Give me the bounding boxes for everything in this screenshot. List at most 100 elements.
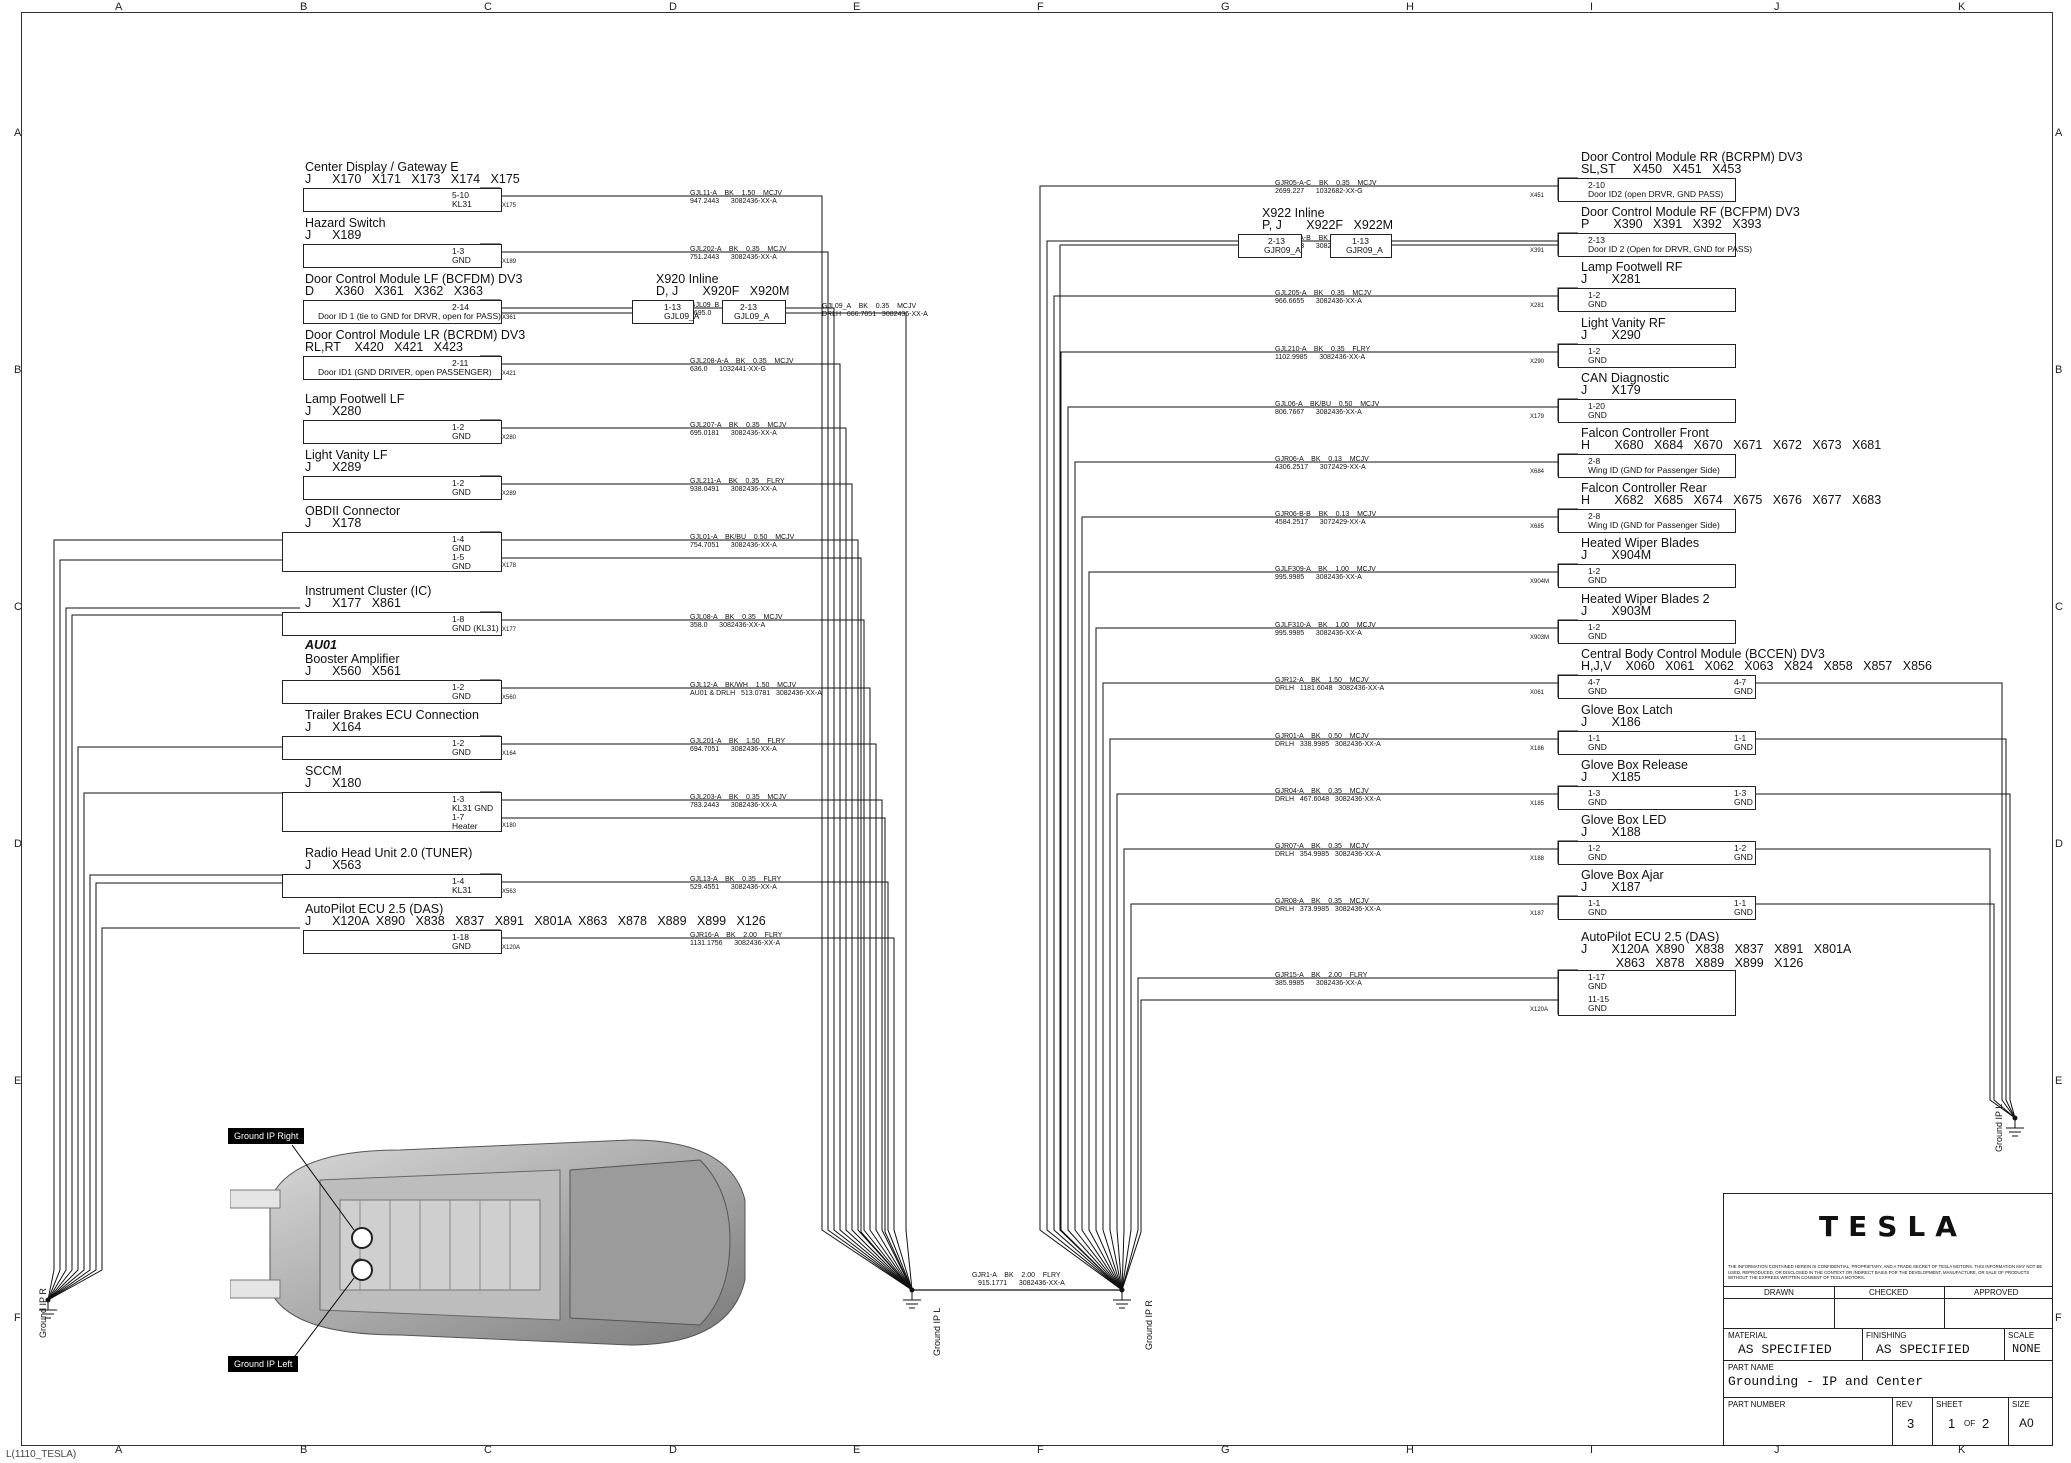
- ground-ip-l-right-symbol: [2006, 1115, 2024, 1137]
- x922-left-box: [1238, 234, 1302, 258]
- x922-right-box: [1330, 234, 1392, 258]
- disclaimer-text: THE INFORMATION CONTAINED HEREIN IS CONF…: [1728, 1264, 2043, 1280]
- pin-number: 1-5: [452, 552, 465, 562]
- connector-id: X178: [502, 563, 517, 569]
- module-box: [1558, 399, 1736, 423]
- wire-label: GJR07-A BK 0.35 MCJV: [1275, 843, 1369, 850]
- module-connectors: H X682 X685 X674 X675 X676 X677 X683: [1581, 493, 1882, 507]
- connector-id: X061: [1530, 690, 1545, 696]
- column-label-top: I: [1590, 1, 1594, 13]
- pin-number: 1-1: [1588, 898, 1601, 908]
- pin-function: GND: [1588, 742, 1607, 752]
- pin-function: Heater: [452, 821, 478, 831]
- pin-number: 1-2: [452, 738, 465, 748]
- wire-label: GJL13-A BK 0.35 FLRY: [690, 876, 782, 883]
- wire-label: GJR06-B-B BK 0.13 MCJV: [1275, 511, 1377, 518]
- column-label-bottom: E: [853, 1444, 861, 1456]
- ground-wire: [1060, 351, 1558, 1291]
- row-label-left: A: [14, 127, 22, 139]
- tb-vrule-6: [1932, 1397, 1933, 1445]
- module-box: [303, 930, 502, 954]
- module-box: [1558, 509, 1736, 533]
- x920-label-a: GJL09_A: [664, 311, 700, 321]
- footer-reference: L(1110_TESLA): [6, 1449, 77, 1460]
- module-title: Lamp Footwell RF: [1581, 260, 1683, 274]
- wire-sub: 2699.227 1032682-XX-G: [1275, 188, 1363, 195]
- module-title: Door Control Module RF (BCFPM) DV3: [1581, 205, 1800, 219]
- pin-function: GND: [1734, 742, 1753, 752]
- module-connectors: J X560 X561: [305, 664, 401, 678]
- ground-wire: [1116, 793, 1558, 1291]
- ground-wire: [1046, 240, 1558, 1291]
- wire-label: GJR04-A BK 0.35 MCJV: [1275, 788, 1369, 795]
- pin-number: 1-2: [1588, 566, 1601, 576]
- wire-sub: 694.7051 3082436-XX-A: [690, 746, 777, 753]
- tb-vrule-4: [2004, 1328, 2005, 1360]
- row-label-left: F: [14, 1312, 21, 1324]
- pin-function: KL31: [452, 199, 472, 209]
- module-title: Door Control Module LR (BCRDM) DV3: [305, 328, 526, 342]
- pin-function: GND: [452, 941, 471, 951]
- module-connectors: J X188: [1581, 825, 1641, 839]
- pin-function: Wing ID (GND for Passenger Side): [1588, 520, 1720, 530]
- wire-sub: 1131.1756 3082436-XX-A: [690, 940, 781, 947]
- pin-function: GND: [1734, 907, 1753, 917]
- ground-wire: [1121, 977, 1558, 1291]
- pin-number: 1-3: [1588, 788, 1601, 798]
- pin-number: 2-13: [1588, 235, 1606, 245]
- left-ground-wire: [47, 874, 300, 1301]
- column-label-bottom: K: [1958, 1444, 1966, 1456]
- x922-inline-title: X922 Inline: [1262, 206, 1325, 220]
- pin-function: GND: [452, 255, 471, 265]
- module-connectors: H,J,V X060 X061 X062 X063 X824 X858 X857…: [1581, 659, 1932, 673]
- connector-id: X189: [502, 259, 517, 265]
- drawing-frame: [21, 12, 2053, 1446]
- column-label-bottom: C: [484, 1444, 492, 1456]
- module-box: [1558, 564, 1736, 588]
- module-title: Central Body Control Module (BCCEN) DV3: [1581, 647, 1825, 661]
- pin-number: 1-2: [1588, 290, 1601, 300]
- module-title: Glove Box Ajar: [1581, 868, 1664, 882]
- tb-vrule-1: [1834, 1286, 1835, 1328]
- wire-label: GJL202-A BK 0.35 MCJV: [690, 246, 787, 253]
- x922-label-b: GJR09_A: [1346, 245, 1383, 255]
- column-label-top: D: [669, 1, 677, 13]
- row-label-left: B: [14, 364, 22, 376]
- pin-number: 1-7: [452, 812, 465, 822]
- left-ground-wire: [47, 746, 300, 1301]
- wire-label: GJL06-A BK/BU 0.50 MCJV: [1275, 401, 1380, 408]
- connector-id: X361: [502, 315, 517, 321]
- module-title: Glove Box Latch: [1581, 703, 1673, 717]
- ground-wire: [1102, 682, 1558, 1291]
- row-label-right: E: [2055, 1075, 2063, 1087]
- sheet-total-value: 2: [1982, 1416, 1990, 1431]
- wire-sub: 358.0 3082436-XX-A: [690, 622, 766, 629]
- column-label-bottom: I: [1590, 1444, 1594, 1456]
- module-title: Trailer Brakes ECU Connection: [305, 708, 479, 722]
- connector-id: X120A: [502, 945, 521, 951]
- wire-sub: DRLH 354.9985 3082436-XX-A: [1275, 851, 1381, 858]
- pin-number: 1-17: [1588, 972, 1606, 982]
- ground-wire: [500, 363, 913, 1291]
- pin-function: GND: [1588, 299, 1607, 309]
- pin-function: GND: [1734, 686, 1753, 696]
- module-title: Center Display / Gateway E: [305, 160, 459, 174]
- wire-label: GJL211-A BK 0.35 FLRY: [690, 478, 785, 485]
- column-label-top: F: [1037, 1, 1044, 13]
- module-connectors: J X186: [1581, 715, 1641, 729]
- pin-function: GND: [452, 431, 471, 441]
- right-ground-wire: [1754, 738, 2016, 1119]
- module-connectors: J X179: [1581, 383, 1641, 397]
- tb-vrule-7: [2008, 1397, 2009, 1445]
- x920-pin-a: 1-13: [664, 302, 682, 312]
- ground-wire: [500, 817, 913, 1291]
- ground-wire: [1121, 999, 1558, 1291]
- pin-number: 2-10: [1588, 180, 1606, 190]
- wire-label: GJL12-A BK/WH 1.50 MCJV: [690, 682, 797, 689]
- wire-label: GJL208-A-A BK 0.35 MCJV: [690, 358, 794, 365]
- pin-function: GND: [452, 691, 471, 701]
- pin-number: 1-2: [1588, 346, 1601, 356]
- pin-function: GND: [452, 487, 471, 497]
- pin-number: 1-2: [452, 478, 465, 488]
- module-connectors: J X164: [305, 720, 362, 734]
